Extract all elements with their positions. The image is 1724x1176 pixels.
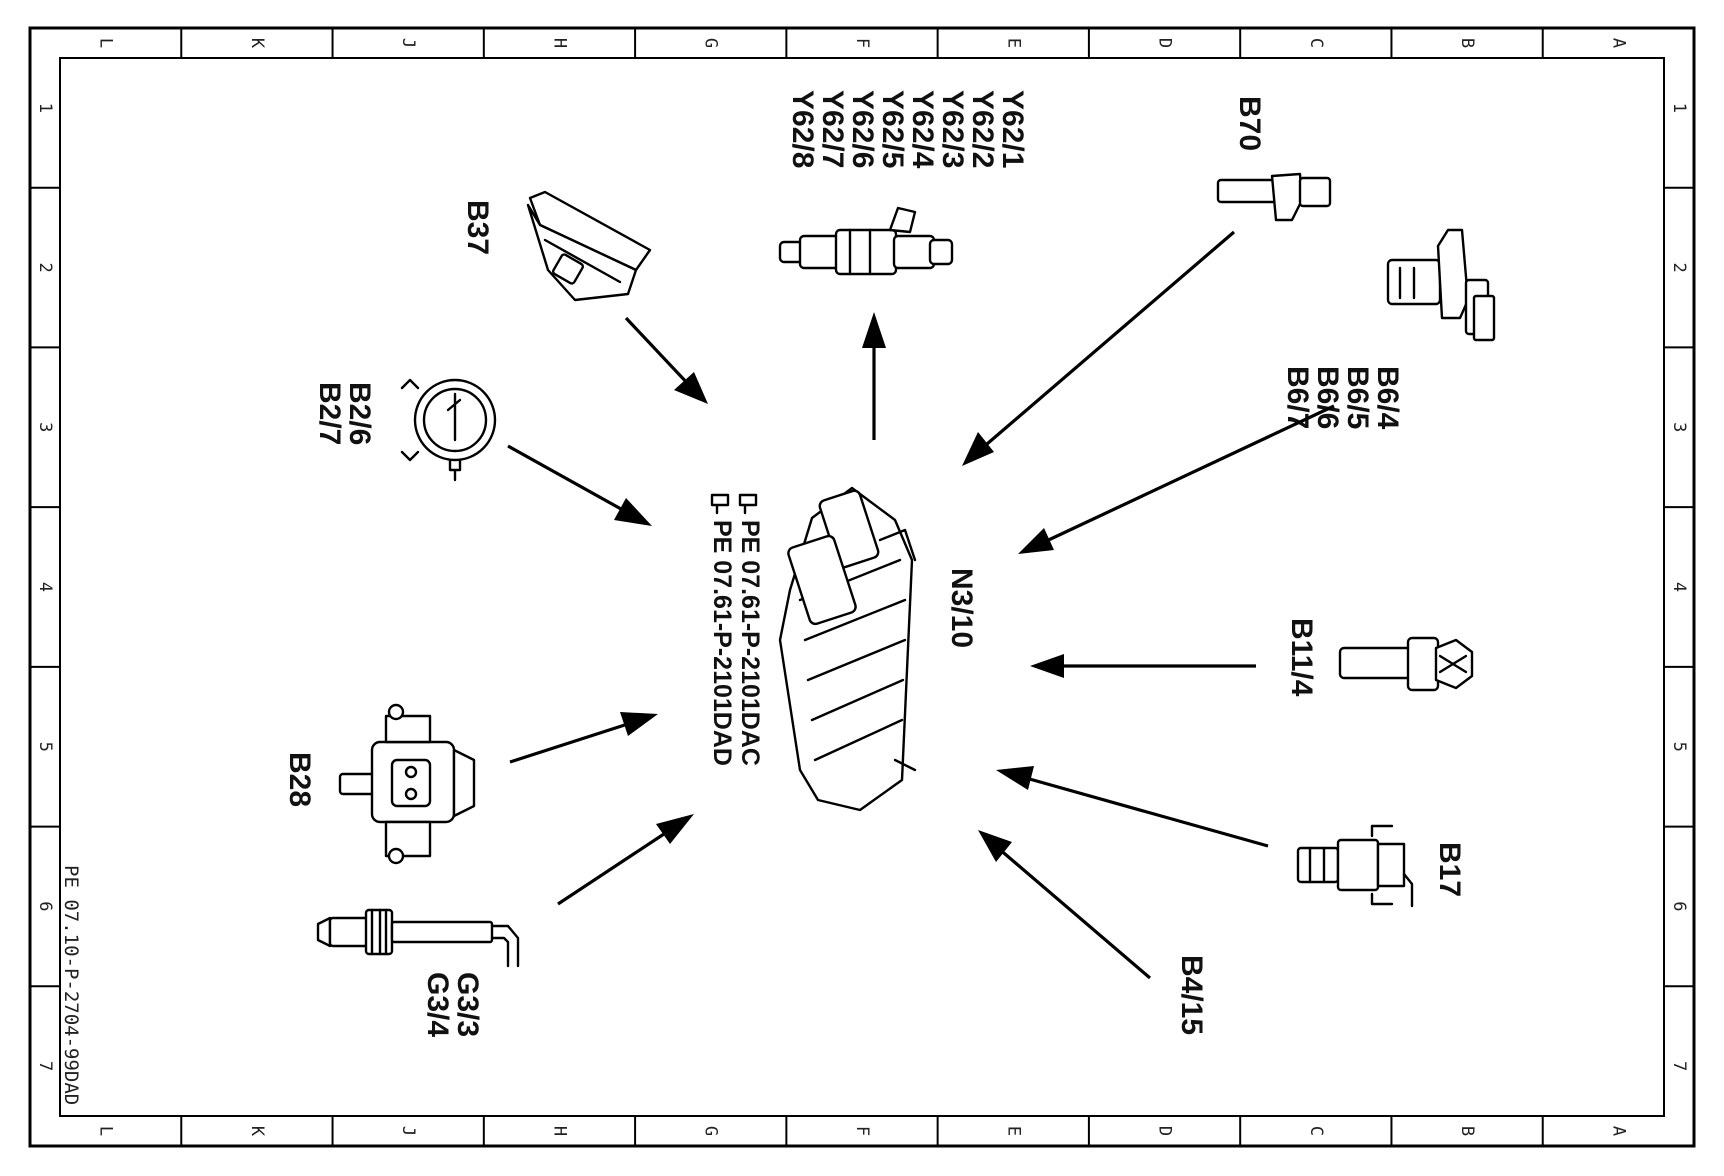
row-label: 6 bbox=[35, 901, 55, 911]
b11-sensor-icon bbox=[1338, 636, 1474, 692]
arrow-b2-to-n3 bbox=[507, 444, 652, 526]
b37-label: B37 bbox=[461, 200, 494, 255]
b6-label: B6/6 bbox=[1311, 366, 1344, 429]
b2-label: B2/7 bbox=[313, 382, 346, 445]
row-label: 1 bbox=[35, 103, 55, 113]
arrow-b70-to-n3 bbox=[962, 230, 1236, 466]
arrow-b28-to-n3 bbox=[509, 712, 658, 764]
column-label: E bbox=[1003, 1126, 1023, 1136]
control-unit-refs: PE 07.61-P-2101DAC PE 07.61-P-2101DAD bbox=[708, 493, 764, 766]
column-label: C bbox=[1306, 1126, 1326, 1136]
ref-line-2: PE 07.61-P-2101DAD bbox=[708, 520, 736, 766]
injector-labels: Y62/1 Y62/2 Y62/3 Y62/4 Y62/5 Y62/6 Y62/… bbox=[786, 90, 1029, 169]
injector-label: Y62/1 bbox=[996, 90, 1029, 168]
row-labels-right: 1 2 3 4 5 6 7 bbox=[1669, 103, 1689, 1072]
row-label: 3 bbox=[35, 422, 55, 432]
arrow-g3-to-n3 bbox=[557, 814, 694, 906]
injector-icon bbox=[778, 206, 954, 276]
column-label: D bbox=[1155, 38, 1175, 48]
column-label: C bbox=[1306, 38, 1326, 48]
column-label: B bbox=[1457, 1126, 1477, 1136]
inner-frame bbox=[59, 57, 1665, 1117]
column-label: E bbox=[1003, 38, 1023, 48]
column-label: J bbox=[398, 38, 418, 48]
b6-sensor-icon bbox=[1386, 228, 1496, 342]
column-label: K bbox=[247, 1126, 267, 1137]
b17-label: B17 bbox=[1433, 842, 1466, 897]
b2-sensor-icon bbox=[400, 378, 497, 482]
outer-frame bbox=[28, 26, 1696, 1148]
column-label: F bbox=[852, 38, 872, 48]
row-label: 4 bbox=[1669, 582, 1689, 592]
column-label: G bbox=[701, 38, 721, 48]
b6-label: B6/5 bbox=[1341, 366, 1374, 429]
b70-sensor-icon bbox=[1216, 172, 1332, 222]
g3-labels: G3/3 G3/4 bbox=[421, 972, 484, 1037]
column-label: L bbox=[96, 38, 116, 48]
column-label: G bbox=[701, 1126, 721, 1136]
ref-line-1: PE 07.61-P-2101DAC bbox=[736, 520, 764, 766]
row-label: 4 bbox=[35, 582, 55, 592]
b6-labels: B6/4 B6/5 B6/6 B6/7 bbox=[1281, 366, 1404, 430]
b28-sensor-icon bbox=[338, 703, 476, 865]
row-label: 7 bbox=[1669, 1061, 1689, 1071]
g3-oxygen-sensor-icon bbox=[316, 908, 520, 968]
injector-label: Y62/7 bbox=[816, 90, 849, 168]
column-label: B bbox=[1457, 38, 1477, 48]
arrow-b17-to-n3 bbox=[996, 766, 1269, 848]
injector-label: Y62/2 bbox=[966, 90, 999, 168]
column-label: K bbox=[247, 38, 267, 49]
drawing-reference: PE 07.10-P-2704-99DAD bbox=[60, 865, 82, 1105]
b70-label: B70 bbox=[1233, 96, 1266, 151]
column-label: H bbox=[549, 38, 569, 48]
g3-label: G3/4 bbox=[421, 972, 454, 1037]
injector-label: Y62/8 bbox=[786, 90, 819, 168]
control-unit-label: N3/10 bbox=[945, 568, 978, 648]
injector-label: Y62/4 bbox=[906, 90, 939, 169]
row-labels-left: 1 2 3 4 5 6 7 bbox=[35, 103, 55, 1072]
column-label: H bbox=[549, 1126, 569, 1136]
b28-label: B28 bbox=[283, 752, 316, 807]
hand-icon bbox=[738, 493, 758, 515]
injector-label: Y62/3 bbox=[936, 90, 969, 168]
arrow-b6-to-n3 bbox=[1018, 404, 1335, 554]
row-label: 6 bbox=[1669, 901, 1689, 911]
frame-grid bbox=[30, 28, 1694, 1146]
row-label: 5 bbox=[35, 742, 55, 752]
b4-label: B4/15 bbox=[1175, 955, 1208, 1035]
control-unit-n3-10 bbox=[778, 486, 917, 812]
arrow-b4-to-n3 bbox=[978, 830, 1152, 980]
column-label: J bbox=[398, 1126, 418, 1136]
column-label: F bbox=[852, 1126, 872, 1136]
arrow-b11-to-n3 bbox=[1030, 654, 1256, 678]
injector-label: Y62/5 bbox=[876, 90, 909, 168]
row-label: 3 bbox=[1669, 422, 1689, 432]
g3-label: G3/3 bbox=[451, 972, 484, 1037]
b2-labels: B2/6 B2/7 bbox=[313, 382, 376, 445]
row-label: 2 bbox=[35, 262, 55, 272]
arrow-b37-to-n3 bbox=[624, 316, 708, 404]
signal-arrows bbox=[507, 230, 1335, 980]
row-label: 5 bbox=[1669, 742, 1689, 752]
column-label: L bbox=[96, 1126, 116, 1136]
hand-icon bbox=[710, 493, 730, 515]
column-label: A bbox=[1608, 38, 1628, 48]
arrow-n3-to-y62 bbox=[862, 312, 886, 440]
injector-label: Y62/6 bbox=[846, 90, 879, 168]
b37-pedal-icon bbox=[526, 190, 652, 302]
column-label: A bbox=[1608, 1126, 1628, 1136]
row-label: 7 bbox=[35, 1061, 55, 1071]
b17-sensor-icon bbox=[1296, 824, 1414, 908]
b2-label: B2/6 bbox=[343, 382, 376, 445]
b11-label: B11/4 bbox=[1285, 618, 1318, 697]
column-label: D bbox=[1155, 1126, 1175, 1136]
b6-label: B6/7 bbox=[1281, 366, 1314, 429]
row-label: 1 bbox=[1669, 103, 1689, 113]
b6-label: B6/4 bbox=[1371, 366, 1404, 430]
row-label: 2 bbox=[1669, 262, 1689, 272]
